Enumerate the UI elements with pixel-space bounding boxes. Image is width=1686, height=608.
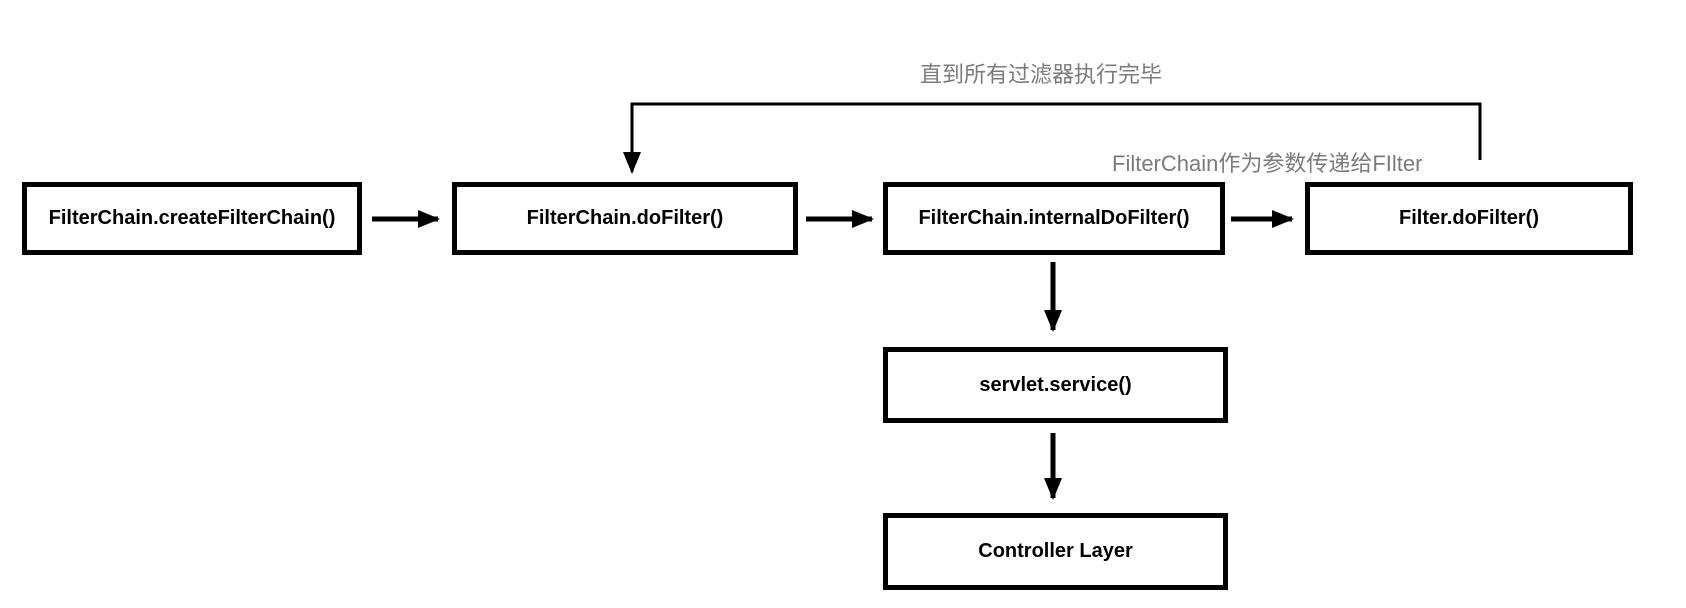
loop-annotation: 直到所有过滤器执行完毕 — [920, 62, 1163, 87]
node-controller-layer: Controller Layer — [883, 513, 1228, 590]
arrow-loopback-filterdo-to-dofilter — [623, 102, 1482, 174]
node-label: FilterChain.internalDoFilter() — [918, 207, 1190, 229]
node-label: FilterChain.doFilter() — [526, 207, 724, 229]
node-label: servlet.service() — [979, 373, 1132, 396]
node-filterchain-dofilter: FilterChain.doFilter() — [452, 182, 798, 255]
node-servlet-service: servlet.service() — [883, 347, 1228, 423]
node-filter-dofilter: Filter.doFilter() — [1305, 182, 1633, 255]
node-filterchain-createfilterchain: FilterChain.createFilterChain() — [22, 182, 362, 255]
node-label: Filter.doFilter() — [1399, 207, 1539, 229]
node-label: Controller Layer — [978, 540, 1133, 562]
node-label: FilterChain.createFilterChain() — [48, 207, 336, 229]
node-filterchain-internaldofilter: FilterChain.internalDoFilter() — [883, 182, 1225, 255]
param-annotation: FilterChain作为参数传递给FIlter — [1112, 151, 1423, 176]
